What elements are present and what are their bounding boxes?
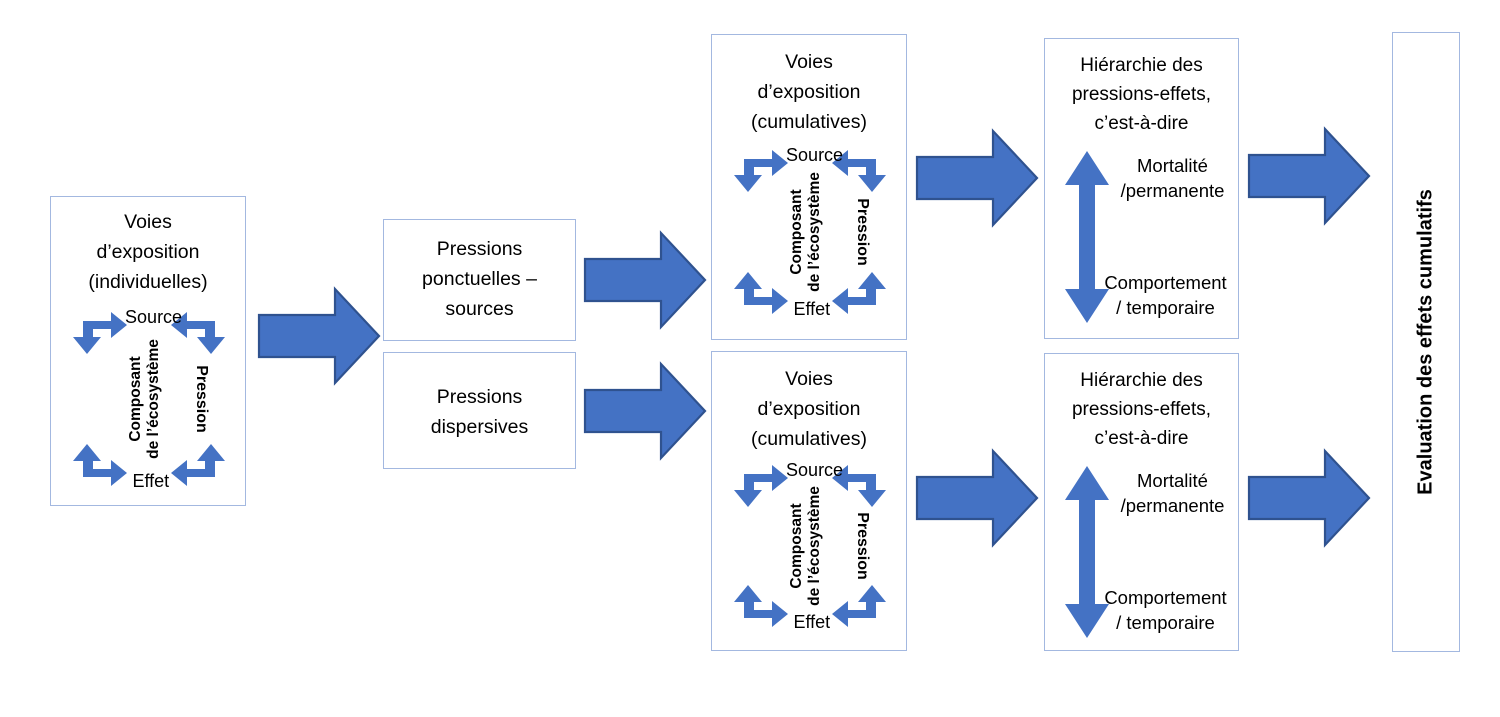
arrow-cumulatives-haut-to-hierarchie-haut bbox=[915, 127, 1039, 229]
hierarchie-haut-bottom-label: Comportement / temporaire bbox=[1104, 272, 1227, 318]
cycle-label-source: Source bbox=[786, 145, 844, 165]
box-hierarchie-haut-title: Hiérarchie des pressions-effets, c’est-à… bbox=[1071, 55, 1212, 134]
arrow-individuelles-to-ponctuelles bbox=[257, 285, 381, 387]
cycle-arrow-topleft bbox=[734, 150, 788, 192]
cycle-label-composant: Composant de l’écosystème bbox=[787, 172, 823, 292]
cycle-arrow-topleft bbox=[73, 312, 127, 354]
spe-cycle-cumulatives-haut: Source Effet Pression Composant de l’éco… bbox=[734, 145, 886, 319]
hierarchie-bas-top-label: Mortalité /permanente bbox=[1120, 470, 1225, 516]
cycle-arrow-topleft bbox=[734, 465, 788, 507]
hierarchy-double-arrow-haut bbox=[1061, 149, 1113, 325]
hierarchie-haut-top-label: Mortalité /permanente bbox=[1120, 155, 1225, 201]
cycle-arrow-bottomright bbox=[171, 444, 225, 486]
box-hierarchie-haut: Hiérarchie des pressions-effets, c’est-à… bbox=[1044, 38, 1239, 339]
cycle-arrow-topright bbox=[832, 150, 886, 192]
box-hierarchie-bas-title: Hiérarchie des pressions-effets, c’est-à… bbox=[1071, 370, 1212, 449]
cycle-label-composant: Composant de l’écosystème bbox=[787, 486, 823, 606]
cycle-label-source: Source bbox=[125, 307, 183, 327]
cycle-label-effet: Effet bbox=[132, 471, 170, 491]
cycle-label-composant: Composant de l’écosystème bbox=[126, 339, 162, 459]
cycle-label-pression: Pression bbox=[193, 365, 211, 433]
cycle-label-pression: Pression bbox=[854, 512, 872, 580]
cycle-label-pression: Pression bbox=[854, 198, 872, 266]
hierarchy-double-arrow-bas bbox=[1061, 464, 1113, 640]
cycle-arrow-topright bbox=[832, 465, 886, 507]
box-voies-cumulatives-haut: Voies d’exposition (cumulatives) Source … bbox=[711, 34, 907, 340]
cycle-arrow-bottomleft bbox=[73, 444, 127, 486]
cycle-label-effet: Effet bbox=[793, 612, 831, 632]
cycle-arrow-topright bbox=[171, 312, 225, 354]
cycle-arrow-bottomright bbox=[832, 272, 886, 314]
evaluation-label: Evaluation des effets cumulatifs bbox=[1414, 189, 1437, 495]
box-pressions-dispersives-title: Pressions dispersives bbox=[430, 386, 529, 438]
arrow-hierarchie-bas-to-evaluation bbox=[1247, 447, 1371, 549]
arrow-hierarchie-haut-to-evaluation bbox=[1247, 125, 1371, 227]
arrow-dispersives-to-cumulatives-bas bbox=[583, 360, 707, 462]
cycle-arrow-bottomleft bbox=[734, 272, 788, 314]
box-voies-individuelles: Voies d’exposition (individuelles) bbox=[50, 196, 246, 506]
cycle-label-effet: Effet bbox=[793, 299, 831, 319]
arrow-ponctuelles-to-cumulatives-haut bbox=[583, 229, 707, 331]
box-evaluation-effets-cumulatifs: Evaluation des effets cumulatifs bbox=[1392, 32, 1460, 652]
box-hierarchie-bas: Hiérarchie des pressions-effets, c’est-à… bbox=[1044, 353, 1239, 651]
box-pressions-ponctuelles: Pressions ponctuelles – sources bbox=[383, 219, 576, 341]
box-voies-individuelles-title: Voies d’exposition (individuelles) bbox=[88, 211, 208, 293]
arrow-cumulatives-bas-to-hierarchie-bas bbox=[915, 447, 1039, 549]
cycle-label-source: Source bbox=[786, 460, 844, 480]
spe-cycle-cumulatives-bas: Source Effet Pression Composant de l’éco… bbox=[734, 460, 886, 632]
box-voies-cumulatives-haut-title: Voies d’exposition (cumulatives) bbox=[751, 51, 867, 133]
box-pressions-dispersives: Pressions dispersives bbox=[383, 352, 576, 469]
box-voies-cumulatives-bas: Voies d’exposition (cumulatives) Source … bbox=[711, 351, 907, 651]
cycle-arrow-bottomleft bbox=[734, 585, 788, 627]
spe-cycle-individuelles: Source Effet Pression Composant de l’éco… bbox=[73, 307, 225, 491]
cycle-arrow-bottomright bbox=[832, 585, 886, 627]
box-pressions-ponctuelles-title: Pressions ponctuelles – sources bbox=[422, 238, 537, 320]
hierarchie-bas-bottom-label: Comportement / temporaire bbox=[1104, 587, 1227, 633]
box-voies-cumulatives-bas-title: Voies d’exposition (cumulatives) bbox=[751, 368, 867, 450]
